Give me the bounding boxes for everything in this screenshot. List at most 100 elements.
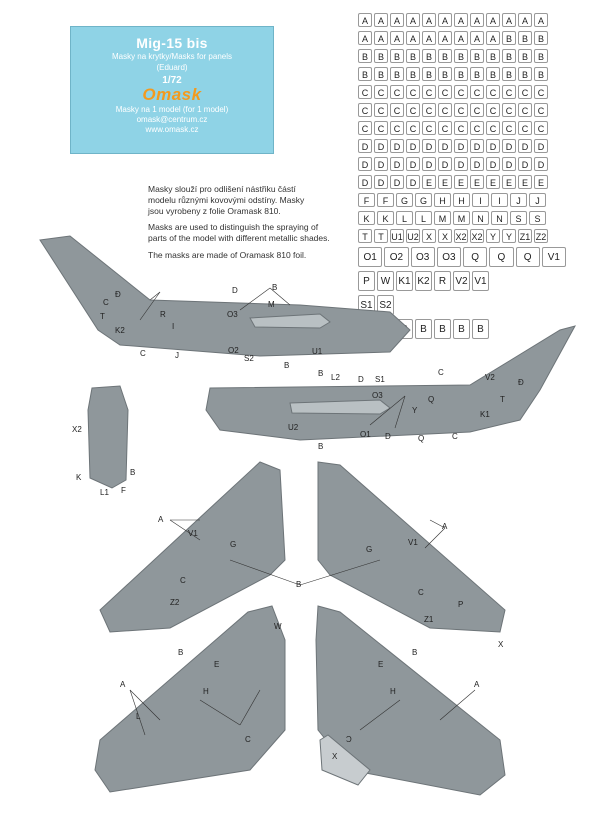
mask-label: K2: [415, 271, 432, 291]
mask-label: V2: [453, 271, 470, 291]
mask-label: B: [358, 49, 372, 63]
mask-label: A: [390, 13, 404, 27]
mask-label: B: [502, 31, 516, 45]
callout: A: [158, 515, 164, 524]
callout: D: [385, 432, 391, 441]
callout: P: [458, 600, 464, 609]
description-cz: Masky slouží pro odlišení nástřiku částí…: [148, 184, 305, 216]
mask-label: H: [453, 193, 470, 207]
scale: 1/72: [162, 75, 182, 86]
callout: B: [296, 580, 302, 589]
mask-label: C: [422, 103, 436, 117]
callout: B: [318, 369, 324, 378]
mask-label: C: [470, 85, 484, 99]
mask-label: A: [502, 13, 516, 27]
mask-label: B: [534, 31, 548, 45]
mask-label: B: [534, 67, 548, 81]
mask-label: D: [358, 157, 372, 171]
mask-label: Z1: [518, 229, 532, 243]
mask-label: B: [470, 67, 484, 81]
wing-upper-left: [99, 461, 286, 633]
mask-label: C: [374, 121, 388, 135]
mask-label: C: [454, 85, 468, 99]
callout: T: [500, 395, 505, 404]
mask-label: A: [374, 31, 388, 45]
mask-label: D: [358, 175, 372, 189]
mask-label: E: [438, 175, 452, 189]
mask-label: D: [534, 139, 548, 153]
mask-label: D: [454, 139, 468, 153]
callout: X: [498, 640, 504, 649]
callout: Q: [428, 395, 435, 404]
mask-label: M: [434, 211, 451, 225]
title-box: Mig-15 bis Masky na krytky/Masks for pan…: [70, 26, 274, 154]
callout: K2: [115, 326, 125, 335]
mask-label: D: [390, 157, 404, 171]
mask-label: D: [406, 175, 420, 189]
mask-label: O1: [358, 247, 383, 267]
callout: X: [332, 752, 338, 761]
callout: C: [180, 576, 186, 585]
mask-label: E: [486, 175, 500, 189]
mask-label: J: [510, 193, 527, 207]
leader-lines: [129, 287, 476, 736]
mask-label: V1: [541, 247, 566, 267]
mask-label: C: [390, 121, 404, 135]
mask-label: C: [358, 121, 372, 135]
mask-label: C: [534, 121, 548, 135]
email: omask@centrum.cz: [136, 115, 208, 124]
mask-label: A: [486, 13, 500, 27]
callout: M: [268, 300, 275, 309]
mask-label: C: [422, 121, 436, 135]
callout: L2: [331, 373, 340, 382]
mask-label: C: [534, 85, 548, 99]
mask-label: D: [438, 139, 452, 153]
mask-label: C: [454, 121, 468, 135]
mask-label: C: [470, 121, 484, 135]
mask-label: F: [358, 193, 375, 207]
mask-label: B: [390, 67, 404, 81]
callout: H: [203, 687, 209, 696]
fuselage-right-view: [205, 325, 576, 441]
callout: B: [178, 648, 184, 657]
mask-label: B: [406, 67, 420, 81]
mask-label: C: [390, 85, 404, 99]
mask-label: S: [529, 211, 546, 225]
mask-label: L: [396, 211, 413, 225]
mask-label: A: [406, 13, 420, 27]
callout: V1: [188, 529, 198, 538]
mask-label: D: [406, 139, 420, 153]
mask-label: D: [406, 157, 420, 171]
mask-label: C: [406, 121, 420, 135]
mask-label: B: [486, 67, 500, 81]
callout: B: [272, 283, 278, 292]
mask-label: A: [470, 31, 484, 45]
mask-label: D: [470, 157, 484, 171]
mask-label: O2: [384, 247, 409, 267]
mask-label: D: [502, 157, 516, 171]
callout: Y: [412, 406, 418, 415]
mask-label: V1: [472, 271, 489, 291]
mask-label: B: [486, 49, 500, 63]
mask-label: B: [502, 67, 516, 81]
callout: Đ: [518, 378, 524, 387]
callout: W: [274, 622, 282, 631]
mask-label: D: [374, 157, 388, 171]
mask-label: B: [472, 319, 489, 339]
mask-label: D: [486, 139, 500, 153]
mask-label: D: [422, 139, 436, 153]
mask-label: C: [438, 85, 452, 99]
callout: S1: [375, 375, 385, 384]
callout: C: [438, 368, 444, 377]
mask-label: G: [396, 193, 413, 207]
description-en: Masks are used to distinguish the sprayi…: [148, 222, 330, 260]
callout: K1: [480, 410, 490, 419]
mask-label: K: [377, 211, 394, 225]
mask-label: B: [438, 49, 452, 63]
mask-label: B: [358, 67, 372, 81]
